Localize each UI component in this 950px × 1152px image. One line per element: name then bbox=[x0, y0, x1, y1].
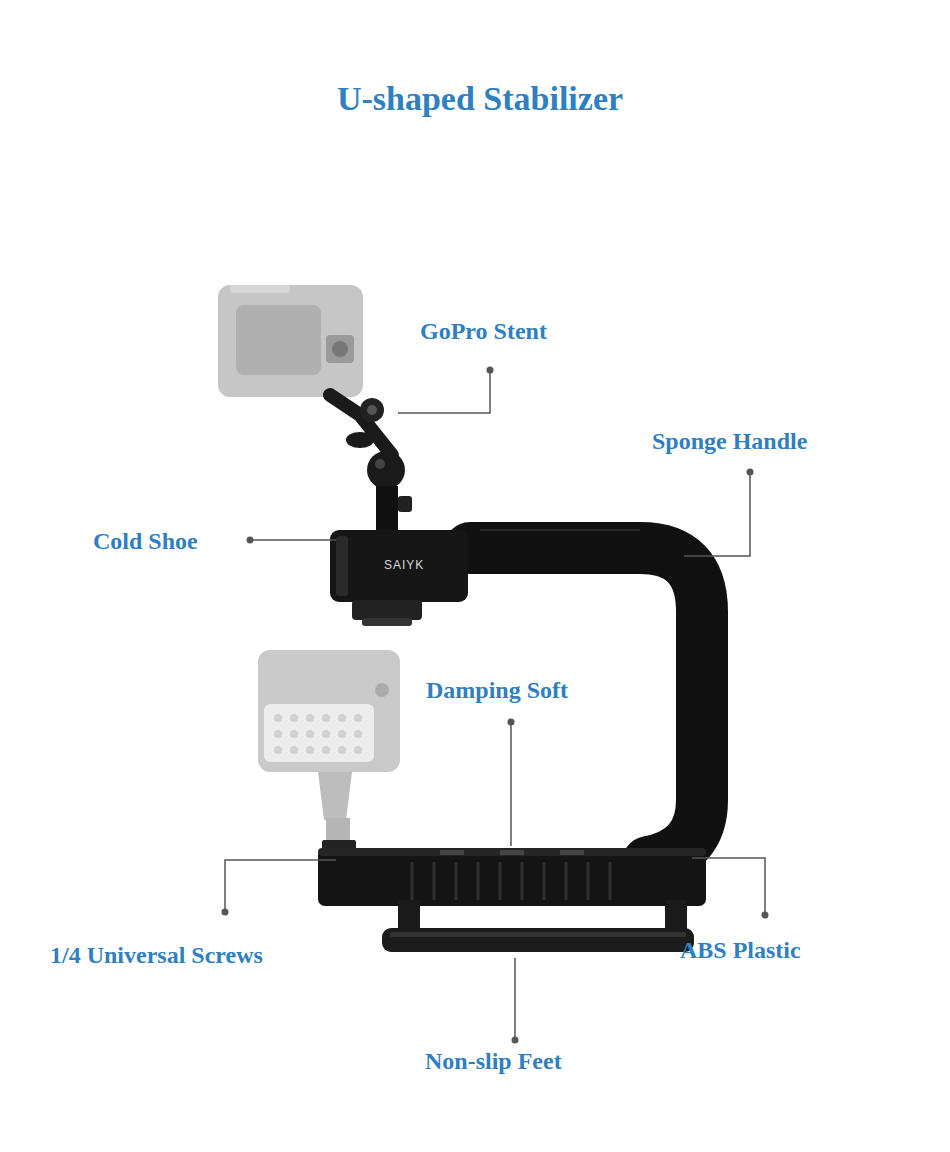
led-light bbox=[258, 650, 400, 850]
sponge-handle bbox=[470, 548, 702, 862]
diagram-title: U-shaped Stabilizer bbox=[337, 80, 623, 118]
part-label: GoPro Stent bbox=[420, 318, 547, 345]
part-label: Damping Soft bbox=[426, 677, 568, 704]
ball-head bbox=[367, 451, 412, 534]
non-slip-feet bbox=[382, 900, 694, 952]
part-label: ABS Plastic bbox=[680, 937, 801, 964]
gopro-mount bbox=[330, 395, 392, 455]
part-label: Non-slip Feet bbox=[425, 1048, 562, 1075]
brand-logo: SAIYK bbox=[384, 558, 424, 572]
cold-shoe bbox=[330, 530, 468, 626]
part-label: 1/4 Universal Screws bbox=[50, 942, 263, 969]
base-plate bbox=[318, 848, 706, 906]
gopro-camera bbox=[218, 285, 363, 397]
part-label: Cold Shoe bbox=[93, 528, 198, 555]
part-label: Sponge Handle bbox=[652, 428, 807, 455]
